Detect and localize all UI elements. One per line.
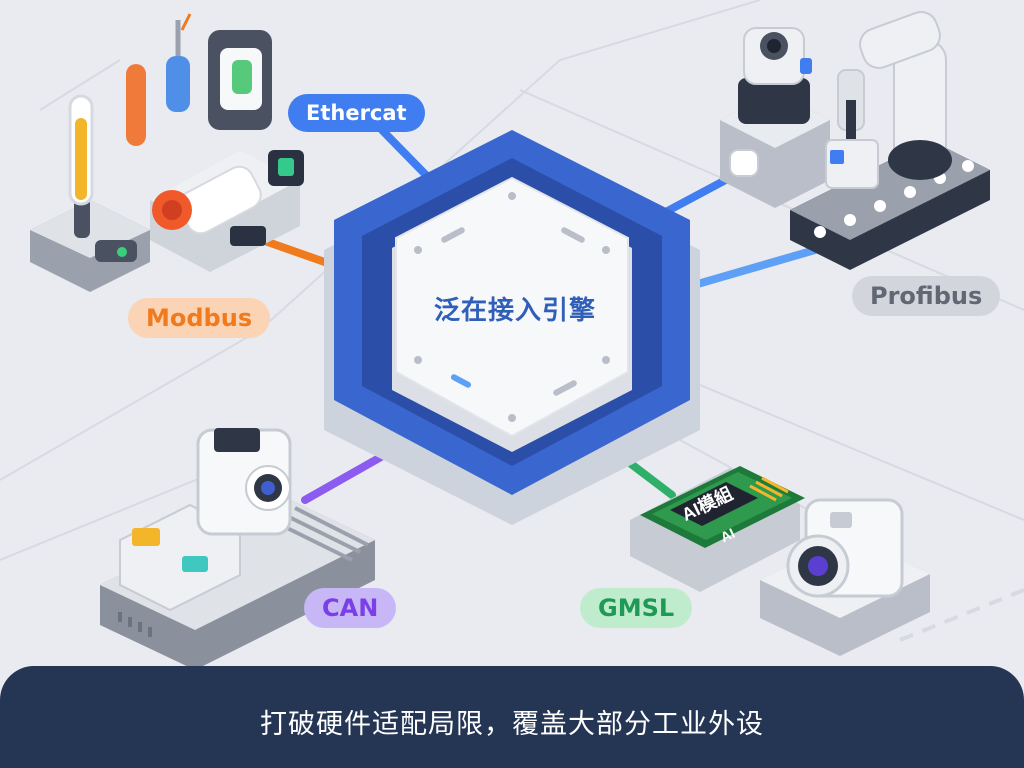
bottom-banner xyxy=(0,666,1024,768)
gmsl-ai-camera: AI模組 AI xyxy=(630,466,930,656)
can-device xyxy=(100,428,375,670)
modbus-label: Modbus xyxy=(128,298,271,338)
banner-caption: 打破硬件适配局限，覆盖大部分工业外设 xyxy=(260,709,764,740)
can-label: CAN xyxy=(304,588,397,628)
ethercat-label: Ethercat xyxy=(288,94,425,132)
engine-title: 泛在接入引擎 xyxy=(433,296,596,326)
ethercat-device-line xyxy=(656,171,739,219)
modbus-devices xyxy=(30,13,304,292)
gmsl-label: GMSL xyxy=(580,588,693,628)
access-engine-hexagon xyxy=(324,130,700,525)
profibus-label: Profibus xyxy=(852,276,1001,316)
robot-arm-conveyor xyxy=(720,11,990,270)
ai-chip-text: AI xyxy=(718,525,738,546)
